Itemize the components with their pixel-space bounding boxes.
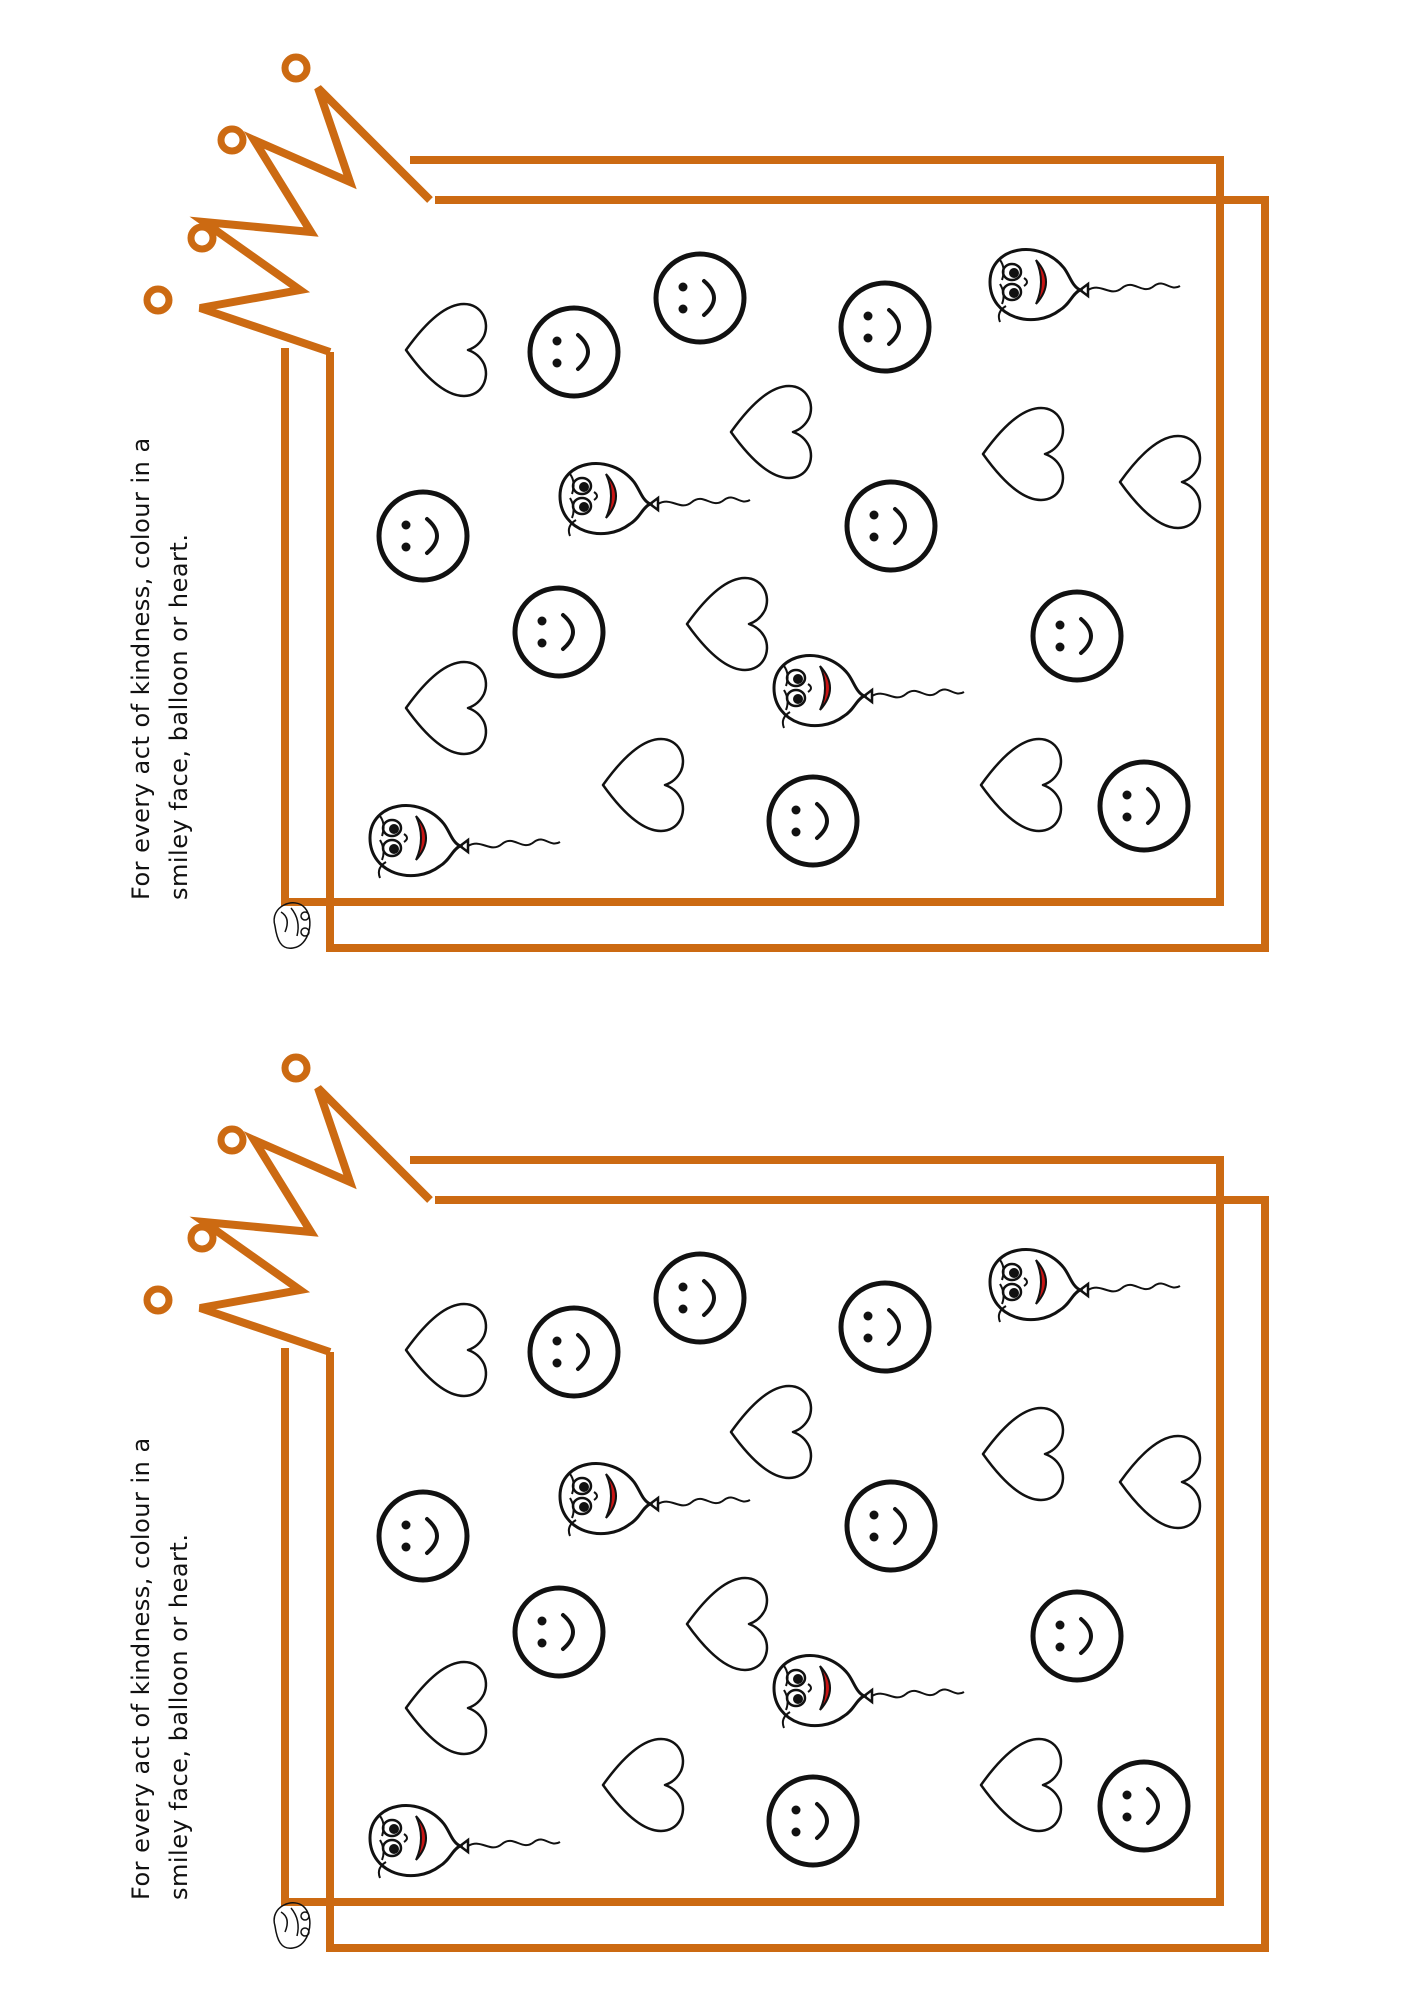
inner-frame	[281, 1156, 1224, 1906]
heart-icon	[729, 384, 813, 480]
smiley-face-icon	[1030, 1589, 1124, 1683]
outer-frame	[326, 196, 1269, 952]
heart-icon	[404, 302, 488, 398]
heart-icon	[1118, 1434, 1202, 1530]
heart-icon	[979, 737, 1063, 833]
balloon-icon	[988, 1248, 1181, 1323]
heart-icon	[729, 1384, 813, 1480]
artist-logo	[273, 1902, 311, 1949]
smiley-face-icon	[838, 280, 932, 374]
heart-icon	[601, 1737, 685, 1833]
balloon-icon	[772, 1654, 965, 1729]
balloon-icon	[558, 462, 751, 537]
chart-artwork	[143, 53, 1269, 952]
smiley-face-icon	[512, 1585, 606, 1679]
heart-icon	[981, 1406, 1065, 1502]
smiley-face-icon	[1097, 1759, 1191, 1853]
instruction-line-1: For every act of kindness, colour in a	[127, 437, 155, 900]
heart-icon	[685, 576, 769, 672]
smiley-face-icon	[844, 479, 938, 573]
heart-icon	[404, 1302, 488, 1398]
heart-icon	[979, 1737, 1063, 1833]
smiley-face-icon	[838, 1280, 932, 1374]
instruction-line-2: smiley face, balloon or heart.	[165, 533, 193, 900]
outer-frame	[326, 1196, 1269, 1952]
kindness-chart-bottom: For every act of kindness, colour in a s…	[0, 1000, 1414, 2000]
smiley-face-icon	[1097, 759, 1191, 853]
heart-icon	[981, 406, 1065, 502]
heart-icon	[685, 1576, 769, 1672]
heart-icon	[404, 1660, 488, 1756]
instruction-text: For every act of kindness, colour in a s…	[122, 360, 202, 900]
kindness-chart-top: For every act of kindness, colour in a s…	[122, 53, 1269, 952]
crown-icon	[143, 53, 433, 356]
smiley-face-icon	[653, 1251, 747, 1345]
balloon-icon	[368, 804, 561, 879]
instruction-line-2: smiley face, balloon or heart.	[165, 1533, 193, 1900]
smiley-face-icon	[527, 305, 621, 399]
balloon-icon	[558, 1462, 751, 1537]
smiley-face-icon	[844, 1479, 938, 1573]
smiley-face-icon	[1030, 589, 1124, 683]
smiley-face-icon	[766, 774, 860, 868]
balloon-icon	[368, 1804, 561, 1879]
smiley-face-icon	[766, 1774, 860, 1868]
crown-icon	[143, 1053, 433, 1356]
chart-artwork	[143, 1053, 1269, 1952]
instruction-line-1: For every act of kindness, colour in a	[127, 1437, 155, 1900]
smiley-face-icon	[512, 585, 606, 679]
heart-icon	[1118, 434, 1202, 530]
smiley-face-icon	[653, 251, 747, 345]
balloon-icon	[988, 248, 1181, 323]
smiley-face-icon	[376, 1489, 470, 1583]
instruction-text: For every act of kindness, colour in a s…	[122, 1360, 202, 1900]
inner-frame	[281, 156, 1224, 906]
heart-icon	[601, 737, 685, 833]
artist-logo	[273, 902, 311, 949]
heart-icon	[404, 660, 488, 756]
smiley-face-icon	[527, 1305, 621, 1399]
balloon-icon	[772, 654, 965, 729]
smiley-face-icon	[376, 489, 470, 583]
